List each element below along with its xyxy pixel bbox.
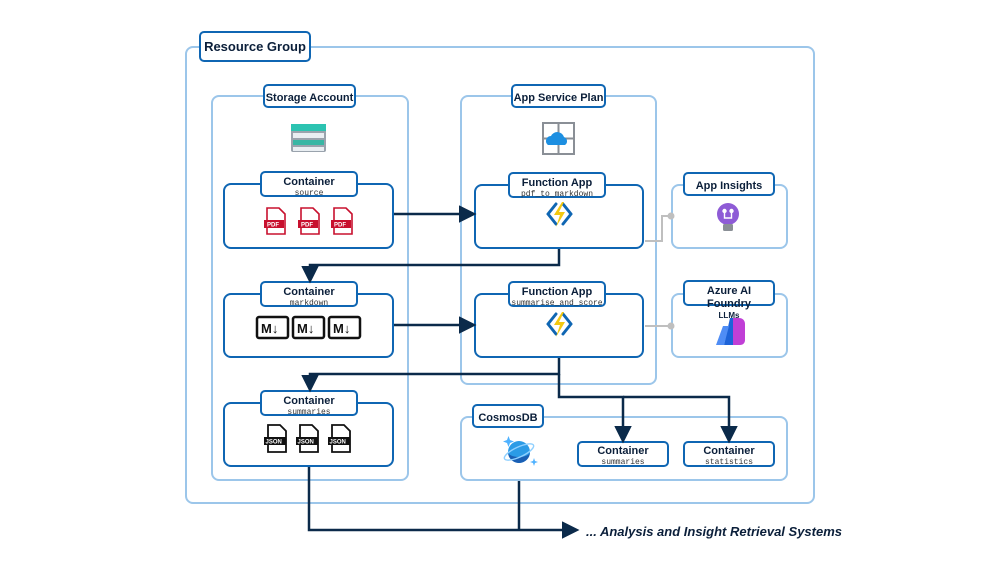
container-markdown-title: Container — [283, 286, 335, 298]
pdf-file-icon: PDF PDF PDF — [264, 207, 353, 235]
function-app-summarise-title: Function App — [521, 286, 593, 298]
arrow-summarise-to-cosmos-summaries — [557, 374, 632, 444]
container-summaries-title: Container — [283, 395, 335, 407]
container-markdown-name: markdown — [289, 299, 329, 308]
link-dot-ai-foundry — [667, 322, 675, 330]
cosmos-container-summaries: Container summaries — [577, 441, 669, 467]
arrow-summarise-to-summaries — [301, 358, 561, 393]
storage-account-label: Storage Account — [263, 84, 356, 108]
ai-foundry-label: Azure AI Foundry LLMs — [683, 280, 775, 320]
function-app-pdf-name: pdf_to_markdown — [520, 190, 593, 199]
storage-account-icon — [291, 124, 326, 152]
arrow-pdf-function-to-markdown — [301, 249, 561, 284]
function-app-summarise-name: summarise_and_score — [511, 299, 603, 308]
container-source-title: Container — [283, 176, 335, 188]
app-insights-label: App Insights — [683, 172, 775, 196]
azure-function-icon — [546, 312, 573, 337]
arrow-summarise-to-cosmos-statistics — [623, 395, 738, 444]
cosmos-summaries-title: Container — [597, 445, 649, 457]
svg-text:JSON: JSON — [330, 440, 346, 446]
link-dot-app-insights — [667, 212, 675, 220]
cosmos-statistics-name: statistics — [704, 458, 753, 467]
app-insights-lightbulb-icon — [717, 203, 739, 231]
svg-text:PDF: PDF — [334, 223, 346, 229]
app-service-plan-label: App Service Plan — [511, 84, 606, 108]
svg-text:PDF: PDF — [301, 223, 313, 229]
svg-text:JSON: JSON — [298, 440, 314, 446]
svg-text:M↓: M↓ — [297, 321, 314, 336]
svg-text:JSON: JSON — [266, 440, 282, 446]
svg-text:M↓: M↓ — [261, 321, 278, 336]
azure-ai-foundry-icon — [716, 318, 745, 345]
footer-destination-text: ... Analysis and Insight Retrieval Syste… — [586, 524, 843, 539]
cosmosdb-label: CosmosDB — [472, 404, 544, 428]
svg-text:M↓: M↓ — [333, 321, 350, 336]
cosmosdb-planet-icon — [503, 436, 538, 466]
container-source-label: Container source — [260, 171, 358, 198]
function-app-pdf-label: Function App pdf_to_markdown — [508, 172, 606, 199]
cosmos-summaries-name: summaries — [601, 458, 645, 467]
azure-function-icon — [546, 202, 573, 227]
arrow-to-analysis-systems — [307, 467, 580, 539]
json-file-icon: JSON JSON JSON — [264, 424, 351, 453]
container-source-name: source — [294, 189, 324, 198]
ai-foundry-title: Azure AI Foundry — [706, 285, 752, 310]
svg-text:PDF: PDF — [267, 223, 279, 229]
cosmos-statistics-title: Container — [703, 445, 755, 457]
app-service-plan-icon — [542, 122, 575, 155]
function-app-pdf-title: Function App — [521, 177, 593, 189]
ai-foundry-sub: LLMs — [718, 311, 740, 320]
markdown-file-icon: M↓ M↓ M↓ — [255, 315, 362, 340]
resource-group-label: Resource Group — [199, 31, 311, 62]
link-to-app-insights — [645, 215, 671, 242]
function-app-summarise-label: Function App summarise_and_score — [508, 281, 606, 308]
container-summaries-name: summaries — [287, 408, 331, 417]
